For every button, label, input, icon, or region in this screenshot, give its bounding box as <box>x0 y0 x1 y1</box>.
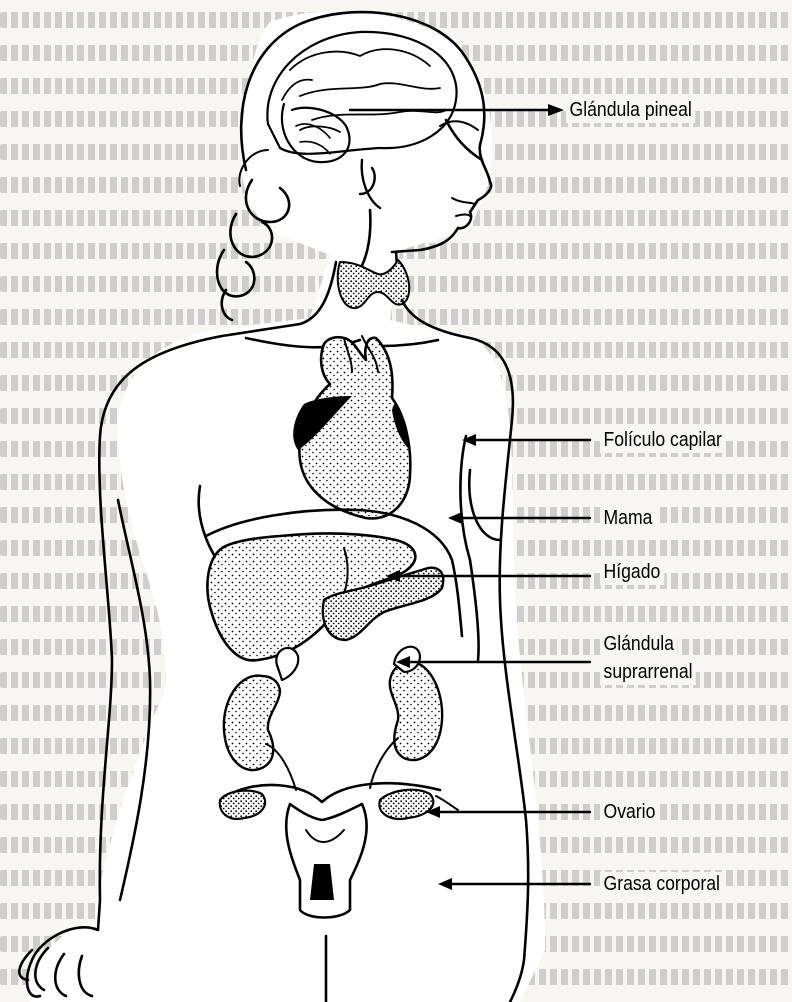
label-adrenal-line2: suprarrenal <box>600 660 696 685</box>
label-liver: Hígado <box>600 560 664 585</box>
label-hair-follicle: Folículo capilar <box>600 428 725 453</box>
label-adrenal-line1: Glándula <box>600 632 677 657</box>
body-fill <box>28 11 545 1002</box>
label-ovary: Ovario <box>600 800 659 825</box>
label-pineal-gland: Glándula pineal <box>566 98 695 123</box>
label-breast: Mama <box>600 506 656 531</box>
label-body-fat: Grasa corporal <box>600 872 723 897</box>
arrowhead-pineal <box>548 104 564 116</box>
